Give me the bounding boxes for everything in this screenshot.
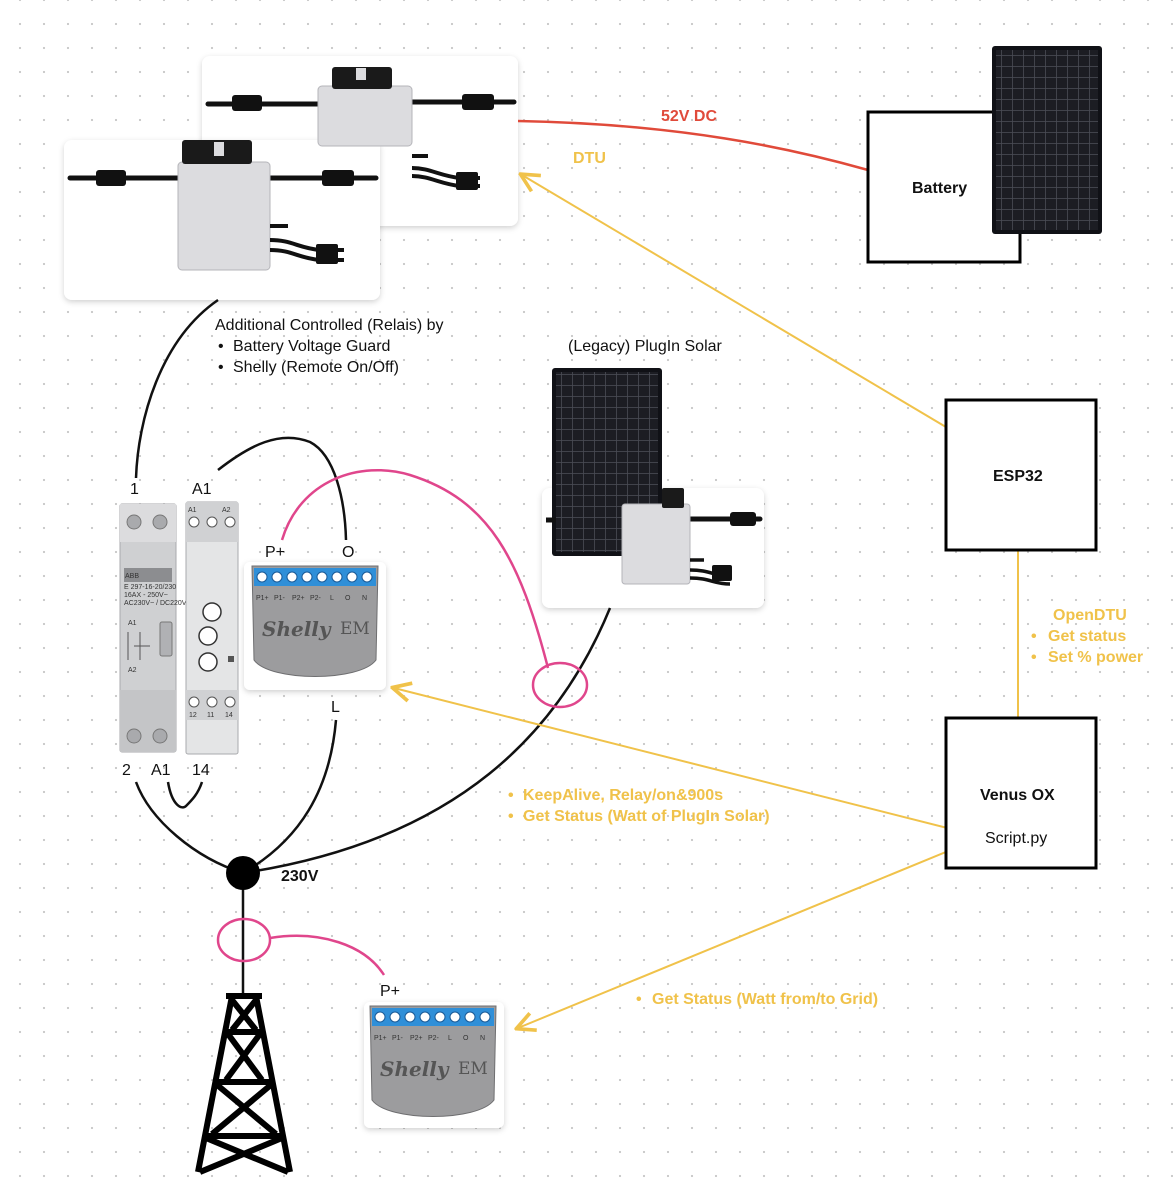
timer-relay-a2: A2 xyxy=(222,507,231,514)
shelly-1-terminal-p1minus: P1- xyxy=(274,595,286,602)
ct-wire-legacy xyxy=(280,468,550,669)
ac-wire-a1-to-14-bridge xyxy=(166,781,204,809)
pin-1-label: 1 xyxy=(130,481,139,498)
ac-wire-inverter-to-contactor xyxy=(134,298,219,479)
shelly-1-terminal-p2minus: P2- xyxy=(310,595,322,602)
em2-item-1: Get Status (Watt from/to Grid) xyxy=(652,991,878,1008)
esp32-label: ESP32 xyxy=(993,468,1043,485)
arrow-script-to-shelly-1 xyxy=(394,688,976,836)
bullet: • xyxy=(508,808,514,825)
bullet: • xyxy=(508,787,514,804)
opendtu-item-1: Get status xyxy=(1048,628,1126,645)
em1-item-1: KeepAlive, Relay/on&900s xyxy=(523,787,723,804)
dc-voltage-label: 52V DC xyxy=(661,108,717,125)
bullet: • xyxy=(218,359,224,376)
ac-wire-a1-to-shelly-o xyxy=(217,436,348,541)
timer-relay-a1: A1 xyxy=(188,507,197,514)
shelly-2-p-label: P+ xyxy=(380,983,400,1000)
timer-relay-14: 14 xyxy=(225,712,233,719)
contactor-rating-1: 16AX - 250V~ xyxy=(124,592,168,599)
opendtu-item-2: Set % power xyxy=(1048,649,1143,666)
shelly-1-l-label: L xyxy=(331,699,340,716)
shelly-1-terminal-l: L xyxy=(330,595,334,602)
opendtu-title: OpenDTU xyxy=(1053,607,1127,624)
opendtu-note: OpenDTU • Get status • Set % power xyxy=(1031,607,1143,666)
shelly-1-p-label: P+ xyxy=(265,544,285,561)
arrow-script-to-shelly-2 xyxy=(518,839,976,1028)
shelly-1-model: EM xyxy=(340,619,370,639)
shelly-em-icon: P1+ P1- P2+ P2- L O N Shelly EM xyxy=(251,565,379,677)
contactor-icon: ABB E 297-16-20/230 16AX - 250V~ AC230V~… xyxy=(119,503,191,753)
contactor-rating-2: AC230V~ / DC220V~ xyxy=(124,600,191,607)
grid-tower-icon xyxy=(195,993,293,1175)
em1-item-2: Get Status (Watt of PlugIn Solar) xyxy=(523,808,770,825)
script-label: Script.py xyxy=(985,830,1047,847)
shelly-1-o-label: O xyxy=(342,544,354,561)
bullet: • xyxy=(1031,628,1037,645)
solar-panel-icon xyxy=(992,46,1102,234)
shelly-2-terminal-o: O xyxy=(463,1035,469,1042)
shelly-2-command-note: • Get Status (Watt from/to Grid) xyxy=(636,991,878,1008)
ac-wire-shelly-l-to-junction xyxy=(242,719,338,875)
relay-note-title: Additional Controlled (Relais) by xyxy=(215,317,444,334)
contactor-a1-label: A1 xyxy=(128,620,137,627)
junction-dot-icon xyxy=(226,856,260,890)
shelly-2-terminal-n: N xyxy=(480,1035,485,1042)
ac-wire-contactor-2-to-junction xyxy=(134,781,244,875)
shelly-1-brand: Shelly xyxy=(262,617,332,641)
microinverter-icon xyxy=(546,488,763,586)
relay-note: Additional Controlled (Relais) by • Batt… xyxy=(215,317,444,376)
shelly-1-command-note: • KeepAlive, Relay/on&900s • Get Status … xyxy=(508,787,770,825)
ct-clamp-icon xyxy=(531,661,589,709)
shelly-em-icon: P1+ P1- P2+ P2- L O N Shelly EM xyxy=(369,1005,497,1117)
bullet: • xyxy=(636,991,642,1008)
ct-clamp-icon xyxy=(216,917,272,963)
grid-voltage-label: 230V xyxy=(281,868,319,885)
pin-2-label: 2 xyxy=(122,762,131,779)
microinverter-icon xyxy=(67,67,517,271)
contactor-brand: ABB xyxy=(125,573,139,580)
dtu-label: DTU xyxy=(573,150,606,167)
ac-wire-legacy-solar-to-junction xyxy=(242,607,612,875)
timer-relay-icon: A1 A2 12 11 14 xyxy=(185,501,239,755)
ct-wire-grid xyxy=(269,934,386,976)
shelly-1-terminal-n: N xyxy=(362,595,367,602)
dc-wire xyxy=(517,119,869,172)
shelly-2-model: EM xyxy=(458,1059,488,1079)
relay-note-item-1: Battery Voltage Guard xyxy=(233,338,390,355)
legacy-solar-label: (Legacy) PlugIn Solar xyxy=(568,338,723,355)
contactor-model: E 297-16-20/230 xyxy=(124,584,176,591)
shelly-2-terminal-p2plus: P2+ xyxy=(410,1035,423,1042)
pin-a1-top-label: A1 xyxy=(192,481,212,498)
venus-ox-box xyxy=(944,716,1098,870)
battery-label: Battery xyxy=(912,180,967,197)
timer-relay-11: 11 xyxy=(207,712,214,719)
shelly-2-terminal-p2minus: P2- xyxy=(428,1035,440,1042)
esp32-box xyxy=(944,398,1098,552)
bullet: • xyxy=(1031,649,1037,666)
timer-relay-12: 12 xyxy=(189,712,197,719)
pin-a1-bottom-label: A1 xyxy=(151,762,171,779)
arrow-esp32-to-dtu xyxy=(522,175,989,453)
contactor-a2-label: A2 xyxy=(128,667,137,674)
shelly-1-terminal-p2plus: P2+ xyxy=(292,595,305,602)
shelly-2-terminal-l: L xyxy=(448,1035,452,1042)
relay-note-item-2: Shelly (Remote On/Off) xyxy=(233,359,399,376)
venus-ox-label: Venus OX xyxy=(980,787,1055,804)
bullet: • xyxy=(218,338,224,355)
shelly-2-terminal-p1plus: P1+ xyxy=(374,1035,387,1042)
shelly-2-terminal-p1minus: P1- xyxy=(392,1035,404,1042)
shelly-2-brand: Shelly xyxy=(380,1057,450,1081)
shelly-1-terminal-p1plus: P1+ xyxy=(256,595,269,602)
pin-14-label: 14 xyxy=(192,762,210,779)
shelly-1-terminal-o: O xyxy=(345,595,351,602)
